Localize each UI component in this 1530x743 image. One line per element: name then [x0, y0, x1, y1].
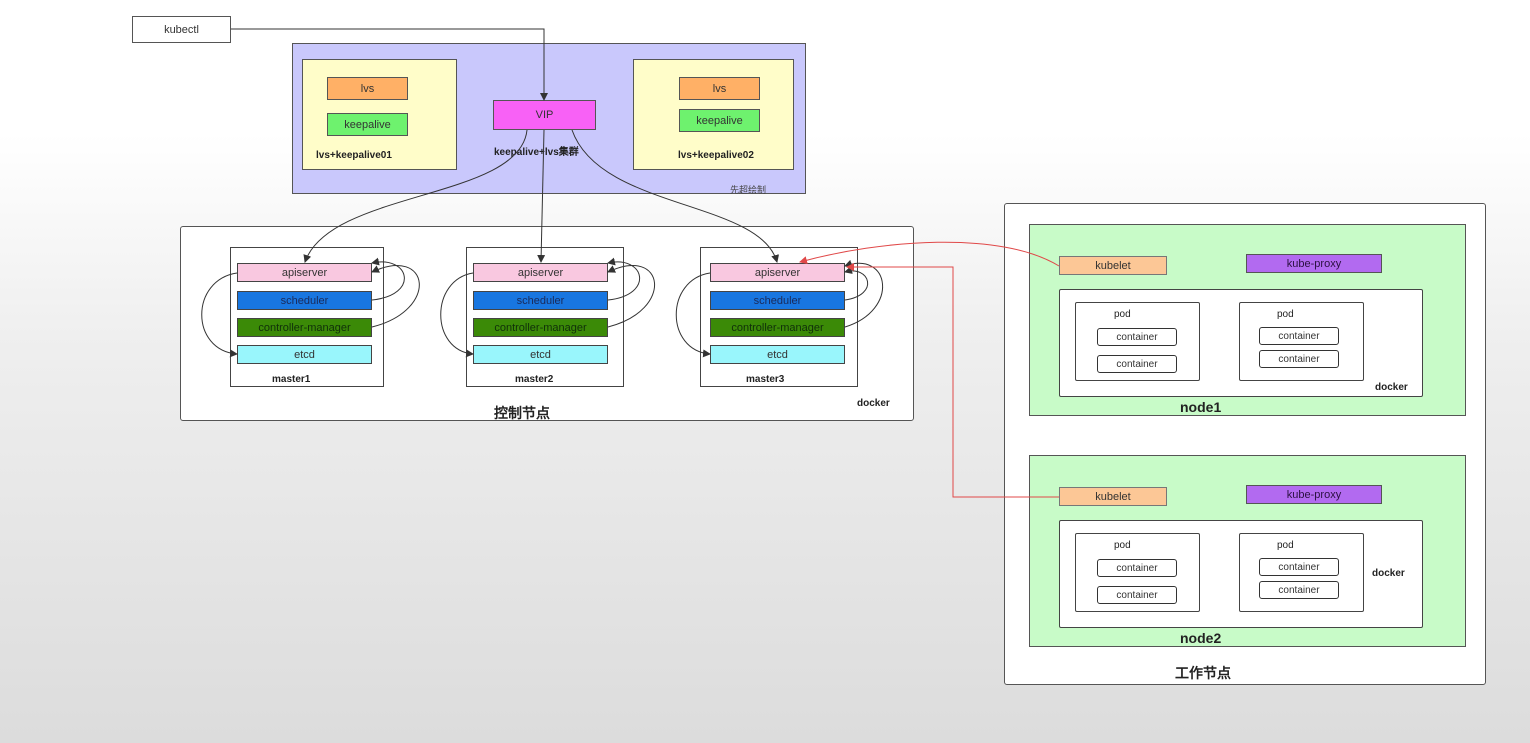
node2-pod1	[1075, 533, 1200, 612]
node1-pod2	[1239, 302, 1364, 381]
node2-pod1-container1: container	[1097, 559, 1177, 577]
master2-etcd: etcd	[473, 345, 608, 364]
node1-kubelet: kubelet	[1059, 256, 1167, 275]
node1-name: node1	[1180, 399, 1222, 415]
lvs-right: lvs	[679, 77, 760, 100]
node2-pod2-label: pod	[1277, 540, 1294, 551]
node2-kube-proxy-label: kube-proxy	[1286, 488, 1342, 501]
master2-apiserver: apiserver	[473, 263, 608, 282]
master3-controller-manager: controller-manager	[710, 318, 845, 337]
lb-cluster-note: 先超绘制	[730, 185, 767, 195]
node1-pod1-container2: container	[1097, 355, 1177, 373]
node2-docker-label: docker	[1372, 568, 1405, 579]
lb-cluster-title: keepalive+lvs集群	[494, 147, 579, 158]
node2-name: node2	[1180, 630, 1222, 646]
node1-pod2-container1: container	[1259, 327, 1339, 345]
master2-scheduler: scheduler	[473, 291, 608, 310]
worker-area-title: 工作节点	[1175, 665, 1231, 681]
master1-controller-manager: controller-manager	[237, 318, 372, 337]
lb-node-left-name: lvs+keepalive01	[316, 150, 392, 161]
node1-pod1-label: pod	[1114, 309, 1131, 320]
node2-pod2	[1239, 533, 1364, 612]
node1-pod1-container1: container	[1097, 328, 1177, 346]
node2-pod2-container1: container	[1259, 558, 1339, 576]
master3-etcd: etcd	[710, 345, 845, 364]
control-plane-title: 控制节点	[494, 405, 550, 421]
node2-pod1-label: pod	[1114, 540, 1131, 551]
node1-pod1	[1075, 302, 1200, 381]
master3-name: master3	[746, 374, 785, 385]
node2-pod1-container2: container	[1097, 586, 1177, 604]
keepalive-left-label: keepalive	[344, 118, 391, 131]
vip-box: VIP	[493, 100, 596, 130]
keepalive-right-label: keepalive	[696, 114, 743, 127]
node1-kubelet-label: kubelet	[1095, 259, 1131, 272]
node1-kube-proxy: kube-proxy	[1246, 254, 1382, 273]
node2-kube-proxy: kube-proxy	[1246, 485, 1382, 504]
node2-kubelet: kubelet	[1059, 487, 1167, 506]
lvs-left: lvs	[327, 77, 408, 100]
node1-docker-label: docker	[1375, 382, 1408, 393]
node2-kubelet-label: kubelet	[1095, 490, 1131, 503]
node1-kube-proxy-label: kube-proxy	[1286, 257, 1342, 270]
master1-etcd: etcd	[237, 345, 372, 364]
master1-name: master1	[272, 374, 311, 385]
vip-label: VIP	[535, 109, 554, 121]
node1-pod2-container2: container	[1259, 350, 1339, 368]
master1-apiserver: apiserver	[237, 263, 372, 282]
keepalive-right: keepalive	[679, 109, 760, 132]
master3-scheduler: scheduler	[710, 291, 845, 310]
node2-pod2-container2: container	[1259, 581, 1339, 599]
node1-pod2-label: pod	[1277, 309, 1294, 320]
master2-controller-manager: controller-manager	[473, 318, 608, 337]
lvs-right-label: lvs	[712, 82, 727, 95]
lvs-left-label: lvs	[360, 82, 375, 95]
master2-name: master2	[515, 374, 554, 385]
control-plane-runtime: docker	[857, 398, 890, 409]
kubectl-label: kubectl	[164, 23, 199, 36]
keepalive-left: keepalive	[327, 113, 408, 136]
master3-apiserver: apiserver	[710, 263, 845, 282]
master1-scheduler: scheduler	[237, 291, 372, 310]
kubectl-box: kubectl	[132, 16, 231, 43]
lb-node-right-name: lvs+keepalive02	[678, 150, 754, 161]
